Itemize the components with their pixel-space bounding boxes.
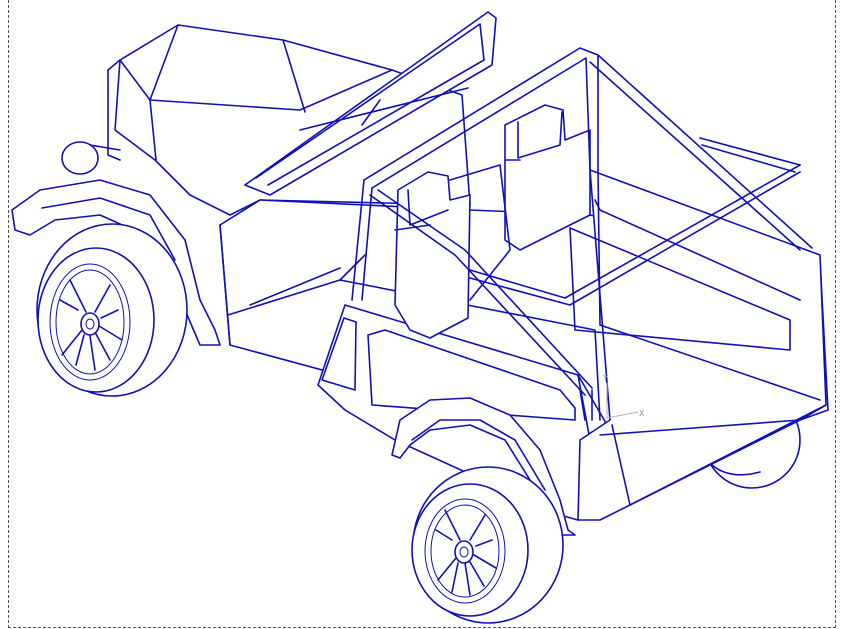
axis-triad: Y X [602,374,645,419]
viewport-frame [8,0,836,628]
x-axis-label: X [639,409,645,418]
rear-bed [569,169,827,521]
rear-wheel [411,466,564,624]
hood [107,24,471,216]
roll-cage [351,47,813,421]
front-fender [11,141,221,346]
front-wheel [36,223,188,397]
x-axis-line [606,411,639,419]
y-axis-label: Y [602,374,608,383]
front-seat [394,164,511,339]
windshield-frame [244,11,497,196]
